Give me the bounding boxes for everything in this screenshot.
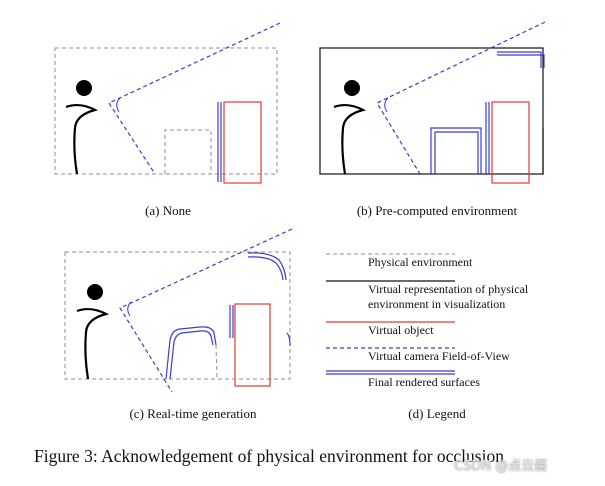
legend-label-line: Virtual camera Field-of-View bbox=[368, 349, 510, 363]
panel-b-caption: (b) Pre-computed environment bbox=[356, 203, 518, 218]
virtual-object bbox=[491, 101, 530, 184]
virtual-object bbox=[234, 303, 271, 387]
rendered-surface bbox=[165, 326, 217, 380]
physical-room-outline bbox=[54, 47, 278, 175]
legend-label-line: environment in visualization bbox=[368, 297, 506, 311]
physical-box bbox=[164, 129, 212, 174]
fov-angle-arc bbox=[127, 301, 132, 317]
panel-d-caption: (d) Legend bbox=[408, 406, 466, 421]
camera-fov bbox=[119, 228, 293, 393]
user-head bbox=[344, 80, 360, 96]
user-head bbox=[87, 284, 103, 300]
legend-swatches bbox=[326, 253, 455, 375]
legend-label-virtual-object: Virtual object bbox=[368, 323, 434, 338]
panel-a-diagram bbox=[54, 22, 281, 184]
virtual-object bbox=[223, 101, 262, 184]
rendered-surface bbox=[247, 256, 284, 281]
legend-label-line: Virtual representation of physical bbox=[368, 282, 529, 296]
user-head bbox=[76, 80, 92, 96]
panel-c-caption: (c) Real-time generation bbox=[129, 406, 257, 421]
user-body bbox=[65, 103, 98, 175]
physical-box-edge bbox=[215, 344, 218, 380]
user-body bbox=[333, 103, 366, 175]
fov-angle-arc bbox=[116, 97, 121, 113]
rendered-surface bbox=[286, 332, 291, 347]
rendered-surface bbox=[169, 330, 214, 380]
rendered-surface bbox=[497, 51, 542, 68]
rendered-surface bbox=[247, 252, 287, 281]
legend-label-fov: Virtual camera Field-of-View bbox=[368, 349, 510, 364]
legend-label-rendered: Final rendered surfaces bbox=[368, 375, 480, 390]
physical-room-outline bbox=[64, 251, 291, 380]
rendered-surface bbox=[497, 54, 545, 68]
watermark: CSDN @点云酱 bbox=[454, 459, 548, 474]
legend-label-physical: Physical environment bbox=[368, 255, 472, 270]
figure-caption: Figure 3: Acknowledgement of physical en… bbox=[34, 446, 504, 466]
panel-b-diagram bbox=[319, 21, 546, 184]
rendered-surface bbox=[430, 127, 482, 174]
legend-label-line: Virtual object bbox=[368, 323, 434, 337]
panel-a-caption: (a) None bbox=[145, 203, 191, 218]
fov-angle-arc bbox=[384, 97, 389, 113]
legend-label-virtual-rep: Virtual representation of physical envir… bbox=[368, 282, 528, 312]
user-body bbox=[76, 307, 109, 380]
rendered-surface bbox=[434, 131, 479, 174]
camera-fov bbox=[376, 21, 546, 175]
legend-label-line: Final rendered surfaces bbox=[368, 375, 480, 389]
panel-c-diagram bbox=[64, 228, 293, 393]
legend-label-line: Physical environment bbox=[368, 255, 473, 269]
camera-fov bbox=[108, 22, 281, 175]
